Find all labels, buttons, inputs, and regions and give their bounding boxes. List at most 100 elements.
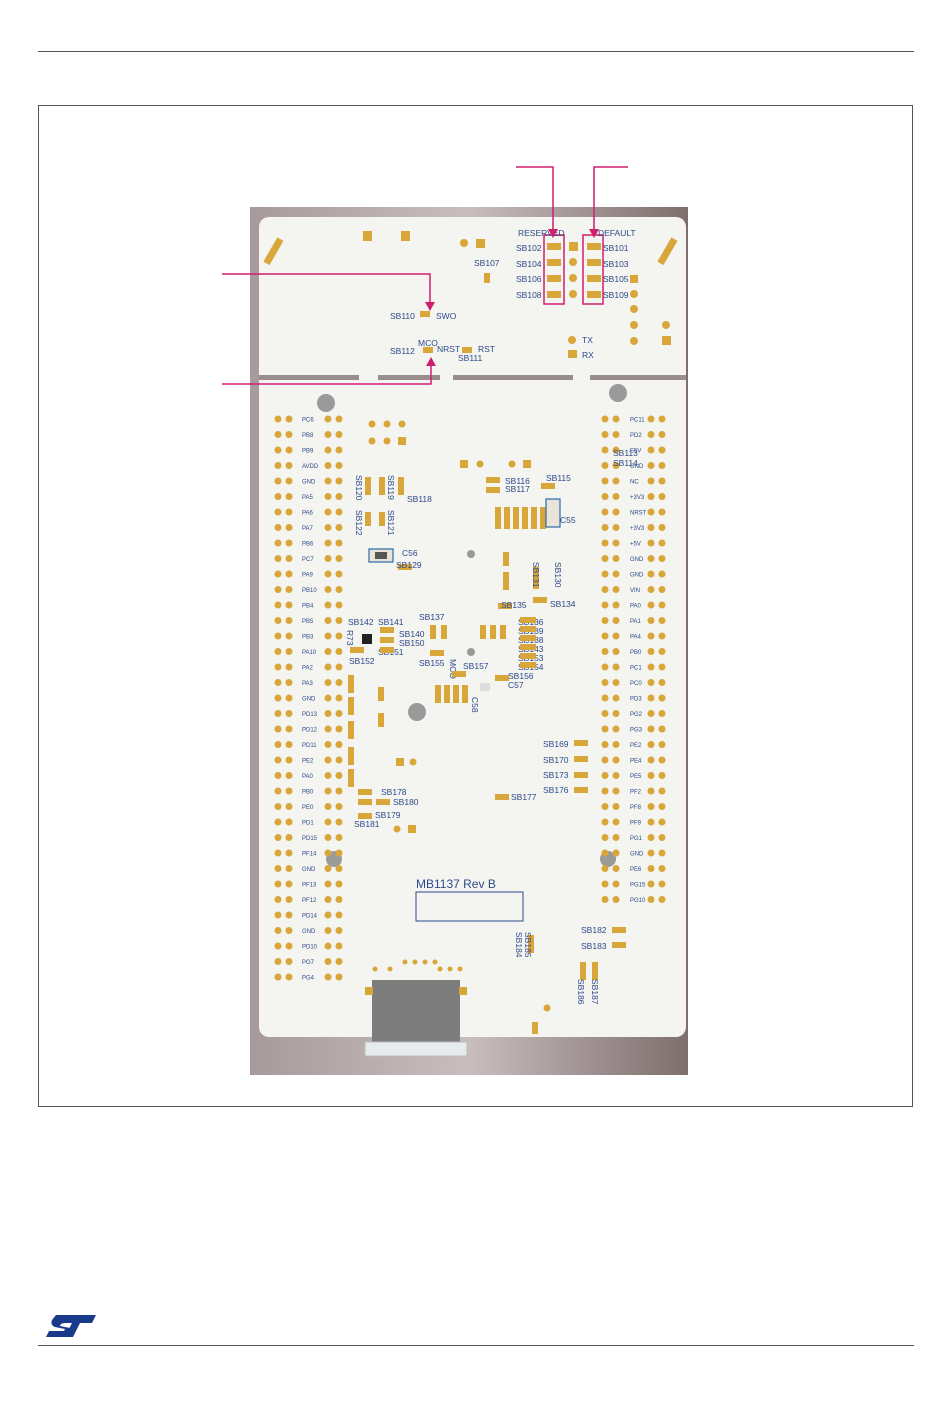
header-pin — [285, 632, 293, 640]
header-pin — [274, 710, 282, 717]
left-pin-label-6: PA6 — [302, 511, 314, 517]
left-pin-label-34: PD10 — [302, 945, 318, 951]
left-pin-label-0: PC6 — [302, 418, 314, 424]
header-pin — [601, 787, 609, 795]
header-pin — [324, 446, 332, 454]
right-pin-label-29: PE6 — [630, 867, 642, 873]
header-pin — [601, 493, 609, 500]
header-pin — [658, 803, 666, 810]
header-pin — [285, 694, 293, 702]
left-pin-label-9: PC7 — [302, 557, 314, 563]
header-pin — [612, 632, 620, 640]
sb156-label: SB156 — [508, 671, 534, 681]
sb131-label: SB131 — [531, 562, 541, 588]
header-pin — [612, 493, 620, 500]
header-pin — [274, 880, 282, 888]
right-pin-label-13: PA1 — [630, 619, 642, 625]
sb184-label: SB184 — [514, 932, 524, 958]
header-pin — [335, 865, 343, 872]
right-pin-label-5: +3V3 — [630, 495, 645, 501]
header-pin — [658, 617, 666, 624]
header-pin — [285, 880, 293, 888]
header-pin — [658, 648, 666, 655]
header-pin — [274, 756, 282, 764]
revision-box — [415, 891, 524, 922]
header-pin — [285, 524, 293, 531]
header-pin — [274, 772, 282, 779]
header-pin — [658, 663, 666, 671]
header-pin — [274, 446, 282, 454]
header-pin — [335, 446, 343, 454]
right-pin-label-2: E5V — [630, 449, 641, 455]
header-pin — [324, 586, 332, 593]
sb142-label: SB142 — [348, 617, 374, 627]
right-pin-label-27: PG1 — [630, 836, 643, 842]
header-pin — [285, 663, 293, 671]
header-pin — [658, 865, 666, 872]
header-rule — [38, 51, 914, 52]
left-pin-label-10: PA9 — [302, 573, 314, 579]
header-pin — [335, 462, 343, 469]
header-pin — [612, 431, 620, 438]
header-pin — [274, 648, 282, 655]
header-pin — [612, 663, 620, 671]
header-pin — [335, 725, 343, 733]
header-pin — [335, 617, 343, 624]
header-pin — [274, 694, 282, 702]
header-pin — [335, 555, 343, 562]
header-pin — [285, 493, 293, 500]
sb177-label: SB177 — [511, 792, 537, 802]
nrst-label: NRST — [437, 344, 460, 354]
header-pin — [285, 911, 293, 919]
left-header-pins: PC6PB8PB9AVDDGNDPA5PA6PA7PB6PC7PA9PB10PB… — [274, 415, 343, 982]
header-pin — [601, 462, 609, 469]
header-pin — [335, 849, 343, 857]
left-pin-label-1: PB8 — [302, 433, 314, 439]
header-pin — [612, 524, 620, 531]
usb-connector — [372, 980, 460, 1042]
header-pin — [658, 756, 666, 764]
header-pin — [647, 648, 655, 655]
sb185-label: SB185 — [523, 932, 533, 958]
header-pin — [274, 617, 282, 624]
left-pin-label-13: PB5 — [302, 619, 314, 625]
header-pin — [647, 865, 655, 872]
header-pin — [647, 508, 655, 516]
header-pin — [658, 539, 666, 547]
header-pin — [658, 834, 666, 841]
header-pin — [647, 834, 655, 841]
header-pin — [274, 632, 282, 640]
sb116-label: SB116 — [505, 476, 530, 486]
header-pin — [274, 477, 282, 485]
left-pin-label-14: PB3 — [302, 635, 314, 641]
header-pin — [612, 508, 620, 516]
sb111-label: SB111 — [458, 353, 483, 363]
header-pin — [612, 539, 620, 547]
sb107-label: SB107 — [474, 258, 500, 268]
r73-label: R73 — [345, 630, 355, 646]
header-pin — [612, 648, 620, 655]
header-pin — [285, 601, 293, 609]
header-pin — [274, 524, 282, 531]
header-pin — [335, 663, 343, 671]
right-pin-label-17: PC0 — [630, 681, 642, 687]
left-pin-label-4: GND — [302, 480, 316, 486]
header-pin — [324, 880, 332, 888]
header-pin — [274, 803, 282, 810]
header-pin — [335, 601, 343, 609]
left-pin-label-23: PA0 — [302, 774, 314, 780]
header-pin — [601, 880, 609, 888]
right-pin-label-8: +5V — [630, 542, 641, 548]
sb186-label: SB186 — [576, 979, 586, 1005]
header-pin — [335, 756, 343, 764]
header-pin — [285, 446, 293, 454]
sb112-label: SB112 — [390, 346, 415, 356]
header-pin — [324, 462, 332, 469]
left-pin-label-19: PD13 — [302, 712, 318, 718]
header-pin — [612, 586, 620, 593]
header-pin — [324, 539, 332, 547]
header-pin — [285, 818, 293, 826]
header-pin — [285, 431, 293, 438]
header-pin — [335, 648, 343, 655]
header-pin — [612, 896, 620, 903]
